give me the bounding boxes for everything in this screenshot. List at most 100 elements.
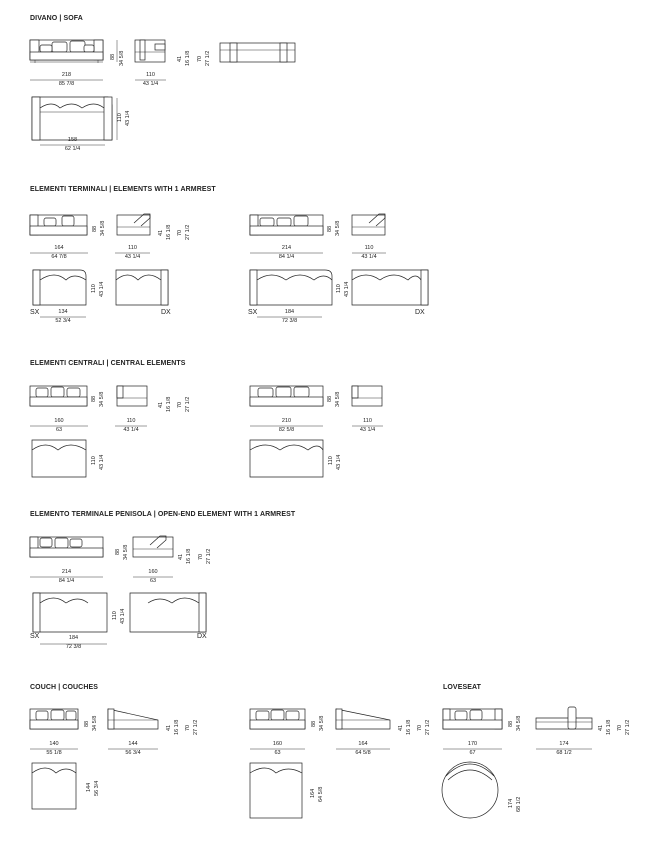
loveseat-arm: 41 [598, 724, 604, 731]
central-a-height: 88 [91, 395, 97, 402]
couch-a-width: 140 [49, 741, 59, 747]
central-b-plan-depth: 110 [328, 456, 334, 465]
couch-a-depth: 144 [128, 741, 138, 747]
loveseat-back: 70 [617, 724, 623, 731]
central-b-plan [249, 439, 324, 478]
couch-a-plan-depth: 144 [86, 782, 92, 792]
openend-arm: 41 [178, 553, 184, 560]
central-b-height-inch: 34 5/8 [335, 391, 341, 407]
loveseat-width: 170 [467, 741, 478, 747]
section-title-sofa: DIVANO | SOFA [30, 15, 83, 22]
sofa-arm-height: 41 [177, 55, 183, 62]
sofa-arm-height-inch: 16 1/8 [185, 50, 191, 66]
terminal-b-depth-inch: 43 1/4 [361, 254, 377, 260]
sofa-plan-depth: 110 [117, 113, 123, 122]
openend-plan-width-inch: 72 3/8 [65, 644, 82, 650]
couch-a-depth-inch: 56 3/4 [125, 750, 141, 756]
label-dx-b: DX [415, 309, 425, 316]
openend-plan-width: 184 [68, 635, 79, 641]
terminal-a-back: 70 [177, 229, 183, 236]
openend-side [132, 535, 174, 558]
openend-plan-depth-inch: 43 1/4 [120, 608, 126, 624]
terminal-b-plan-depth: 110 [336, 284, 342, 293]
couch-b-front [249, 708, 306, 730]
loveseat-front [442, 708, 503, 730]
couch-a-plan-depth-inch: 56 3/4 [94, 780, 100, 796]
sofa-front-view [29, 39, 104, 63]
couch-a-height-inch: 34 5/8 [92, 715, 98, 731]
openend-back-inch: 27 1/2 [206, 548, 212, 564]
terminal-a-width: 164 [54, 245, 64, 251]
loveseat-height: 88 [508, 720, 514, 727]
label-sx-b: SX [248, 309, 258, 316]
couch-b-height-inch: 34 5/8 [319, 715, 325, 731]
label-sx-a: SX [30, 309, 40, 316]
terminal-b-plan-sx [249, 269, 333, 306]
openend-plan-sx [32, 592, 108, 633]
loveseat-width-inch: 67 [469, 750, 476, 756]
central-b-width: 210 [281, 418, 292, 424]
couch-b-height: 88 [311, 720, 317, 727]
label-dx-a: DX [161, 309, 171, 316]
central-b-side [351, 385, 383, 407]
couch-a-plan [31, 762, 77, 810]
central-b-depth: 110 [363, 418, 372, 424]
loveseat-depth: 174 [559, 741, 569, 747]
couch-b-depth: 164 [358, 741, 368, 747]
terminal-b-depth: 110 [364, 245, 374, 251]
sofa-back-height: 70 [197, 55, 203, 62]
loveseat-arm-inch: 16 1/8 [606, 719, 612, 735]
section-title-openend: ELEMENTO TERMINALE PENISOLA | OPEN-END E… [30, 511, 296, 518]
sofa-height: 88 [110, 53, 116, 60]
sofa-side-view [134, 39, 166, 63]
sofa-width: 218 [61, 72, 72, 78]
central-a-arm: 41 [158, 401, 164, 408]
terminal-a-width-inch: 64 7/8 [51, 254, 67, 260]
terminal-a-back-inch: 27 1/2 [185, 224, 191, 240]
terminal-a-height-inch: 34 5/8 [100, 220, 106, 236]
central-a-plan-depth: 110 [91, 456, 97, 465]
terminal-b-width: 214 [281, 245, 292, 251]
label-dx-openend: DX [197, 633, 207, 640]
couch-b-plan [249, 762, 303, 819]
couch-b-plan-depth-inch: 64 5/8 [318, 786, 324, 802]
couch-a-back: 70 [185, 724, 191, 731]
terminal-a-plan-depth: 110 [91, 284, 97, 293]
openend-width-inch: 84 1/4 [58, 578, 75, 584]
couch-b-back-inch: 27 1/2 [425, 719, 431, 735]
section-title-loveseat: LOVESEAT [443, 684, 482, 691]
terminal-b-plan-width-inch: 72 3/8 [281, 318, 298, 324]
sofa-depth: 110 [146, 72, 155, 78]
central-b-front [249, 385, 324, 407]
terminal-a-plan-width: 134 [58, 309, 68, 315]
loveseat-plan [441, 761, 499, 819]
sofa-plan-width: 158 [67, 137, 78, 143]
openend-arm-inch: 16 1/8 [186, 548, 192, 564]
couch-b-arm-inch: 16 1/8 [406, 719, 412, 735]
terminal-b-height: 88 [327, 225, 333, 232]
sofa-back-height-inch: 27 1/2 [205, 50, 211, 66]
terminal-b-plan-dx [351, 269, 429, 306]
couch-a-arm: 41 [166, 724, 172, 731]
terminal-a-depth: 110 [128, 245, 137, 251]
couch-a-back-inch: 27 1/2 [193, 719, 199, 735]
central-a-width: 160 [54, 418, 64, 424]
sofa-height-inch: 34 5/8 [119, 50, 125, 66]
central-b-depth-inch: 43 1/4 [359, 427, 376, 433]
central-b-width-inch: 82 5/8 [278, 427, 295, 433]
couch-b-width-inch: 63 [274, 750, 281, 756]
couch-b-arm: 41 [398, 724, 404, 731]
terminal-b-front [249, 214, 324, 236]
loveseat-height-inch: 34 5/8 [516, 715, 522, 731]
couch-b-back: 70 [417, 724, 423, 731]
section-title-terminal: ELEMENTI TERMINALI | ELEMENTS WITH 1 ARM… [30, 186, 216, 193]
openend-front [29, 536, 104, 558]
couch-a-arm-inch: 16 1/8 [174, 719, 180, 735]
loveseat-depth-inch: 68 1/2 [556, 750, 572, 756]
section-title-couch: COUCH | COUCHES [30, 684, 99, 691]
central-a-height-inch: 34 5/8 [99, 391, 105, 407]
openend-depth-inch: 63 [149, 578, 157, 584]
sofa-width-inch: 85 7/8 [58, 81, 75, 87]
sofa-plan-width-inch: 62 1/4 [64, 146, 81, 152]
